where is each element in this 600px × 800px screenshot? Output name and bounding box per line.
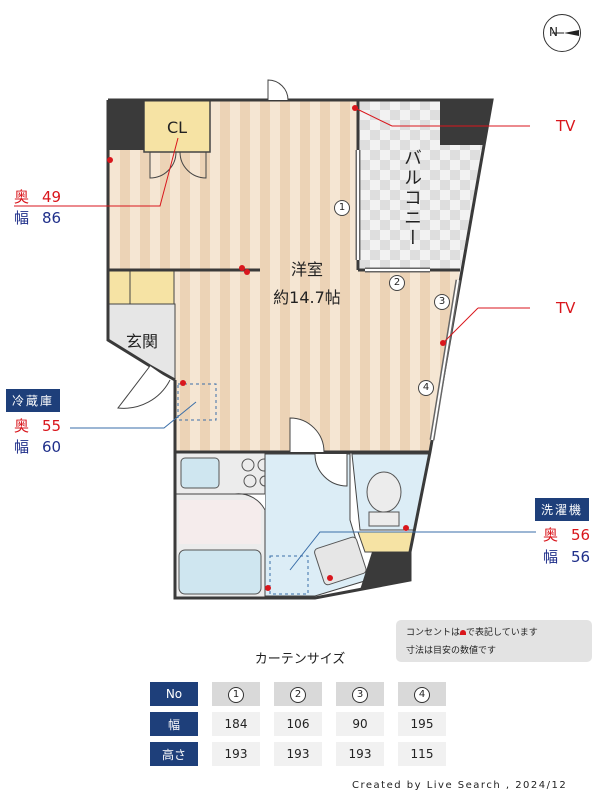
curtain-width-1: 184 xyxy=(212,712,260,736)
washer-width-value: 56 xyxy=(571,548,591,566)
bathtub xyxy=(178,549,262,595)
fridge-width-value: 60 xyxy=(42,438,62,456)
window-marker-1: 1 xyxy=(334,200,350,216)
curtain-no-cell: 1 xyxy=(212,682,260,706)
curtain-height-1: 193 xyxy=(212,742,260,766)
western-room-floor xyxy=(108,100,460,452)
outlet-dot xyxy=(403,525,409,531)
compass-needle-icon xyxy=(552,30,579,36)
washer-tag: 洗濯機 xyxy=(535,498,590,521)
note-line-1: コンセントはで表記しています xyxy=(406,624,582,642)
tv-right-leader xyxy=(442,307,479,344)
balcony-label: バルコニー xyxy=(401,148,422,248)
curtain-height-2: 193 xyxy=(274,742,322,766)
washer-depth-label: 奥 xyxy=(543,526,559,544)
washbasin xyxy=(314,536,367,586)
fridge-tag: 冷蔵庫 xyxy=(6,389,61,412)
curtain-header-height: 高さ xyxy=(150,742,198,766)
shoe-box-left xyxy=(107,269,131,305)
legend-note: コンセントはで表記しています 寸法は目安の数値です xyxy=(396,620,592,662)
curtain-height-4: 115 xyxy=(398,742,446,766)
curtain-no-2: 2 xyxy=(290,686,306,703)
curtain-width-3: 90 xyxy=(336,712,384,736)
curtain-no-1: 1 xyxy=(228,686,244,703)
bath-door-swing xyxy=(234,493,266,511)
curtain-header-width: 幅 xyxy=(150,712,198,736)
curtain-no-3: 3 xyxy=(352,686,368,703)
outlet-legend-icon xyxy=(460,630,467,635)
closet-leader xyxy=(14,137,179,207)
tv-label-top: TV xyxy=(556,117,576,135)
closet-door-right xyxy=(179,151,207,179)
curtain-no-cell: 4 xyxy=(398,682,446,706)
fridge-leader xyxy=(70,401,197,429)
tv-label-right: TV xyxy=(556,299,576,317)
washer-depth-value: 56 xyxy=(571,526,591,544)
curtain-table: No 1 2 3 4 幅 184 106 90 195 高さ 193 193 1… xyxy=(136,676,460,772)
closet-door-left xyxy=(149,151,177,179)
fridge-width-label: 幅 xyxy=(14,438,30,456)
tv-top-leader xyxy=(354,107,393,127)
outlet-dot xyxy=(265,585,271,591)
curtain-header-no: No xyxy=(150,682,198,706)
washer-space xyxy=(269,555,309,595)
wall-column-right xyxy=(440,100,492,145)
note-line-1-pre: コンセントは xyxy=(406,628,461,638)
top-door-swing xyxy=(267,79,289,101)
compass-icon: N xyxy=(543,14,581,52)
window-marker-2: 2 xyxy=(389,275,405,291)
kitchen-sink xyxy=(180,457,220,489)
wall-column-left xyxy=(108,100,144,150)
outlet-dot xyxy=(239,265,245,271)
fridge-depth-label: 奥 xyxy=(14,417,30,435)
closet-width-value: 86 xyxy=(42,209,62,227)
shoe-box-right xyxy=(129,269,175,305)
curtain-no-cell: 2 xyxy=(274,682,322,706)
closet-depth-label: 奥 xyxy=(14,188,30,206)
closet-label: CL xyxy=(166,118,188,137)
stove-burner-3 xyxy=(243,474,257,488)
washer-width-label: 幅 xyxy=(543,548,559,566)
curtain-height-3: 193 xyxy=(336,742,384,766)
fridge-space xyxy=(177,383,217,421)
compass-north-label: N xyxy=(549,25,558,39)
outlet-dot xyxy=(327,575,333,581)
curtain-no-cell: 3 xyxy=(336,682,384,706)
floor-plan xyxy=(14,79,536,600)
curtain-no-4: 4 xyxy=(414,686,430,703)
entrance-door-swing xyxy=(117,365,171,409)
western-room-name: 洋室 xyxy=(290,260,323,279)
left-wall xyxy=(106,100,176,382)
stove-burner-1 xyxy=(241,458,255,472)
curtain-row-number: No 1 2 3 4 xyxy=(150,682,446,706)
toilet-tank xyxy=(368,511,400,527)
outlet-dot xyxy=(107,157,113,163)
window-34-inner xyxy=(431,279,459,441)
entrance-label: 玄関 xyxy=(125,332,158,351)
curtain-title: カーテンサイズ xyxy=(254,652,346,667)
note-line-1-post: で表記しています xyxy=(466,628,538,638)
toilet-threshold xyxy=(357,531,415,553)
credit-line: Created by Live Search , 2024/12 xyxy=(352,780,568,791)
window-marker-4: 4 xyxy=(418,380,434,396)
outlet-dot xyxy=(244,269,250,275)
outlet-dot xyxy=(180,380,186,386)
washroom-door-swing xyxy=(314,453,348,487)
curtain-row-height: 高さ 193 193 193 115 xyxy=(150,742,446,766)
fridge-depth-value: 55 xyxy=(42,417,62,435)
curtain-row-width: 幅 184 106 90 195 xyxy=(150,712,446,736)
toilet-bowl xyxy=(366,471,402,513)
window-marker-3: 3 xyxy=(434,294,450,310)
kitchen-door-swing xyxy=(289,417,325,453)
closet-width-label: 幅 xyxy=(14,209,30,227)
washer-leader xyxy=(289,531,536,571)
bath-wash-area xyxy=(179,500,261,544)
note-line-2: 寸法は目安の数値です xyxy=(406,646,497,656)
curtain-width-4: 195 xyxy=(398,712,446,736)
curtain-width-2: 106 xyxy=(274,712,322,736)
wall-column-bottom xyxy=(360,552,410,590)
western-room-size: 約14.7帖 xyxy=(273,288,341,307)
closet-depth-value: 49 xyxy=(42,188,62,206)
